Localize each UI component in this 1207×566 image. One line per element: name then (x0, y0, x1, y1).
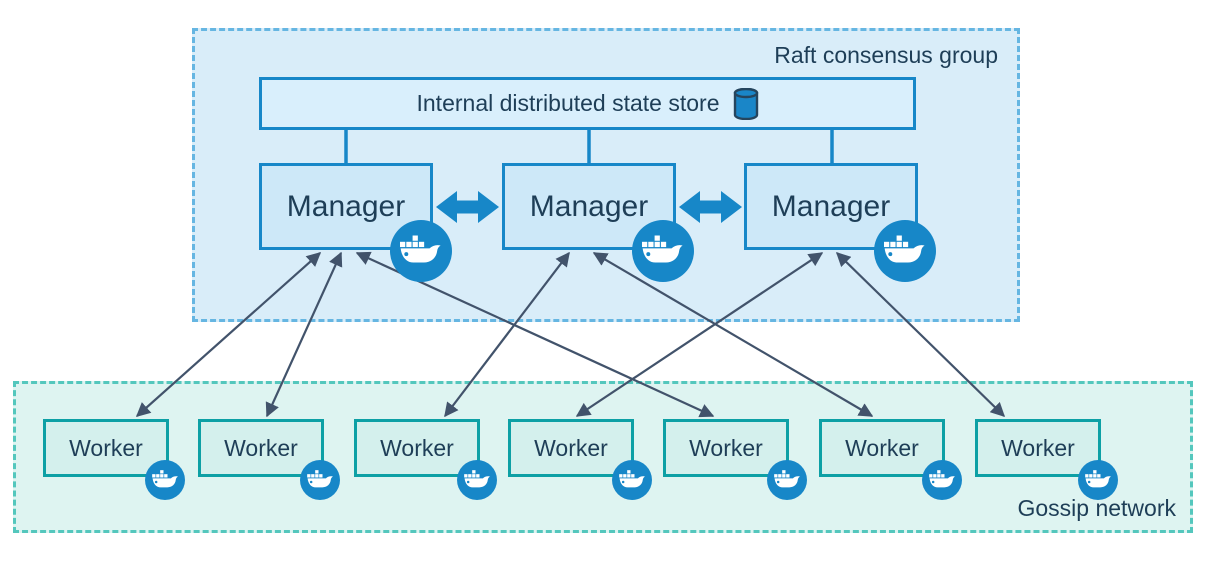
worker-1-label: Worker (69, 434, 143, 461)
worker-2-label: Worker (224, 434, 298, 461)
worker-5-label: Worker (689, 434, 763, 461)
manager-3-node: Manager (744, 163, 918, 250)
manager-1-label: Manager (286, 189, 406, 223)
docker-whale-icon (390, 220, 452, 282)
worker-6-label: Worker (845, 434, 919, 461)
worker-3-node: Worker (354, 419, 480, 477)
docker-whale-icon (612, 460, 652, 500)
docker-whale-icon (300, 460, 340, 500)
docker-whale-icon (874, 220, 936, 282)
worker-5-node: Worker (663, 419, 789, 477)
docker-whale-icon (767, 460, 807, 500)
worker-3-label: Worker (380, 434, 454, 461)
docker-whale-icon (632, 220, 694, 282)
docker-whale-icon (457, 460, 497, 500)
worker-7-node: Worker (975, 419, 1101, 477)
state-store-label: Internal distributed state store (416, 90, 720, 116)
manager-1-node: Manager (259, 163, 433, 250)
docker-whale-icon (1078, 460, 1118, 500)
worker-6-node: Worker (819, 419, 945, 477)
docker-whale-icon (145, 460, 185, 500)
manager-3-label: Manager (771, 189, 891, 223)
worker-4-label: Worker (534, 434, 608, 461)
database-icon (733, 88, 759, 120)
worker-4-node: Worker (508, 419, 634, 477)
worker-7-label: Worker (1001, 434, 1075, 461)
docker-whale-icon (922, 460, 962, 500)
raft-group-label: Raft consensus group (774, 42, 998, 68)
manager-2-label: Manager (529, 189, 649, 223)
state-store-node: Internal distributed state store (259, 77, 916, 130)
